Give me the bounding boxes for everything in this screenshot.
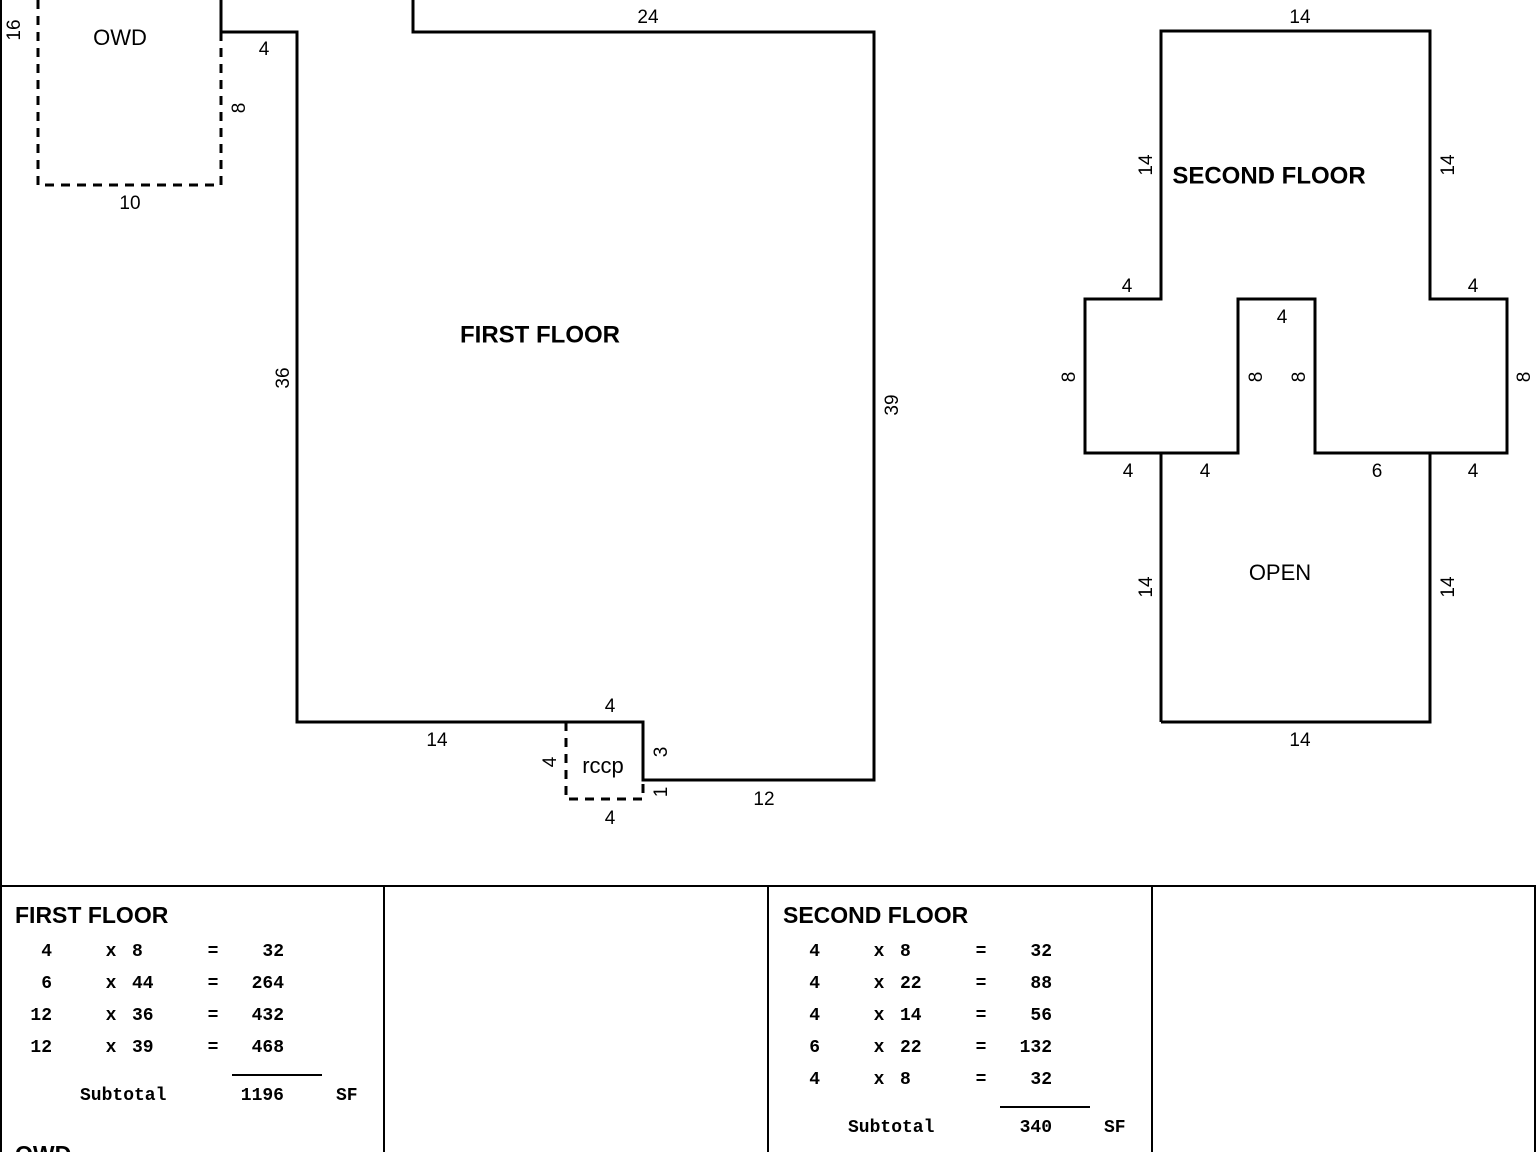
row-width: 6 <box>809 1038 820 1058</box>
subtotal-label: Subtotal <box>848 1118 935 1138</box>
open-area-outline <box>1161 297 1430 455</box>
dimension-label: 1 <box>651 787 672 798</box>
row-area: 264 <box>252 974 285 994</box>
row-length: 22 <box>900 1038 922 1058</box>
times-sign: x <box>874 1038 885 1058</box>
room-label-second-floor: SECOND FLOOR <box>1172 162 1365 189</box>
table-title: SECOND FLOOR <box>783 902 969 928</box>
dimension-label: 14 <box>426 730 448 751</box>
table-title: FIRST FLOOR <box>15 902 169 928</box>
subtotal-value: 1196 <box>241 1086 284 1106</box>
dimension-label: 8 <box>1514 372 1535 383</box>
subtotal-value: 340 <box>1020 1118 1052 1138</box>
equals-sign: = <box>208 1006 219 1026</box>
dimension-label: 4 <box>540 756 561 767</box>
room-label-open: OPEN <box>1249 560 1311 585</box>
row-width: 4 <box>809 974 820 994</box>
equals-sign: = <box>208 974 219 994</box>
dimension-label: 12 <box>753 789 774 810</box>
row-length: 8 <box>132 942 143 962</box>
dimension-label: 8 <box>1246 372 1267 383</box>
row-length: 14 <box>900 1006 922 1026</box>
dimension-label: 14 <box>1438 154 1459 176</box>
rccp-outline <box>564 722 645 801</box>
row-area: 32 <box>1030 942 1052 962</box>
dimension-label: 14 <box>1289 730 1311 751</box>
row-area: 32 <box>262 942 284 962</box>
dimension-label: 16 <box>4 19 25 40</box>
dimension-label: 4 <box>1123 461 1134 482</box>
row-area: 88 <box>1030 974 1052 994</box>
row-length: 8 <box>900 942 911 962</box>
equals-sign: = <box>208 1038 219 1058</box>
row-width: 4 <box>809 942 820 962</box>
dimension-label: 4 <box>259 39 270 60</box>
equals-sign: = <box>976 974 987 994</box>
times-sign: x <box>874 942 885 962</box>
dimension-label: 39 <box>882 394 903 415</box>
times-sign: x <box>874 1070 885 1090</box>
row-length: 8 <box>900 1070 911 1090</box>
room-label-first-floor: FIRST FLOOR <box>460 321 620 348</box>
dimension-label: 14 <box>1136 154 1157 176</box>
first-floor-outline <box>219 0 876 782</box>
times-sign: x <box>106 942 117 962</box>
dimension-label: 3 <box>651 747 672 758</box>
times-sign: x <box>106 1038 117 1058</box>
row-length: 22 <box>900 974 922 994</box>
times-sign: x <box>106 1006 117 1026</box>
owd-outline <box>36 0 223 187</box>
dimension-label: 4 <box>1200 461 1211 482</box>
row-width: 12 <box>30 1006 52 1026</box>
dimension-label: 4 <box>605 808 616 829</box>
dimension-label: 8 <box>229 103 250 114</box>
room-label-rccp: rccp <box>582 753 624 778</box>
dimension-label: 14 <box>1136 576 1157 598</box>
equals-sign: = <box>976 942 987 962</box>
row-width: 12 <box>30 1038 52 1058</box>
dimension-label: 6 <box>1372 461 1383 482</box>
dimension-label: 4 <box>605 696 616 717</box>
subtotal-unit: SF <box>1104 1118 1126 1138</box>
dimension-label: 4 <box>1122 276 1133 297</box>
dimension-label: 4 <box>1468 276 1479 297</box>
dimension-label: 14 <box>1438 576 1459 598</box>
dimension-label: 8 <box>1059 372 1080 383</box>
row-area: 56 <box>1030 1006 1052 1026</box>
row-area: 132 <box>1020 1038 1052 1058</box>
times-sign: x <box>106 974 117 994</box>
room-label-owd: OWD <box>93 25 147 50</box>
equals-sign: = <box>976 1038 987 1058</box>
next-section-title: OWD <box>15 1141 71 1152</box>
dimension-label: 14 <box>1289 7 1311 28</box>
row-width: 4 <box>809 1006 820 1026</box>
dimension-label: 36 <box>273 367 294 388</box>
dimension-label: 24 <box>637 7 659 28</box>
dimension-label: 10 <box>119 193 140 214</box>
dimension-label: 4 <box>1468 461 1479 482</box>
dimension-label: 4 <box>1277 307 1288 328</box>
equals-sign: = <box>976 1070 987 1090</box>
row-area: 468 <box>252 1038 284 1058</box>
row-width: 4 <box>809 1070 820 1090</box>
row-width: 4 <box>41 942 52 962</box>
equals-sign: = <box>976 1006 987 1026</box>
times-sign: x <box>874 974 885 994</box>
row-length: 44 <box>132 974 154 994</box>
row-length: 39 <box>132 1038 154 1058</box>
subtotal-unit: SF <box>336 1086 358 1106</box>
subtotal-label: Subtotal <box>80 1086 167 1106</box>
row-area: 32 <box>1030 1070 1052 1090</box>
row-length: 36 <box>132 1006 154 1026</box>
row-width: 6 <box>41 974 52 994</box>
equals-sign: = <box>208 942 219 962</box>
row-area: 432 <box>252 1006 284 1026</box>
times-sign: x <box>874 1006 885 1026</box>
dimension-label: 8 <box>1289 372 1310 383</box>
